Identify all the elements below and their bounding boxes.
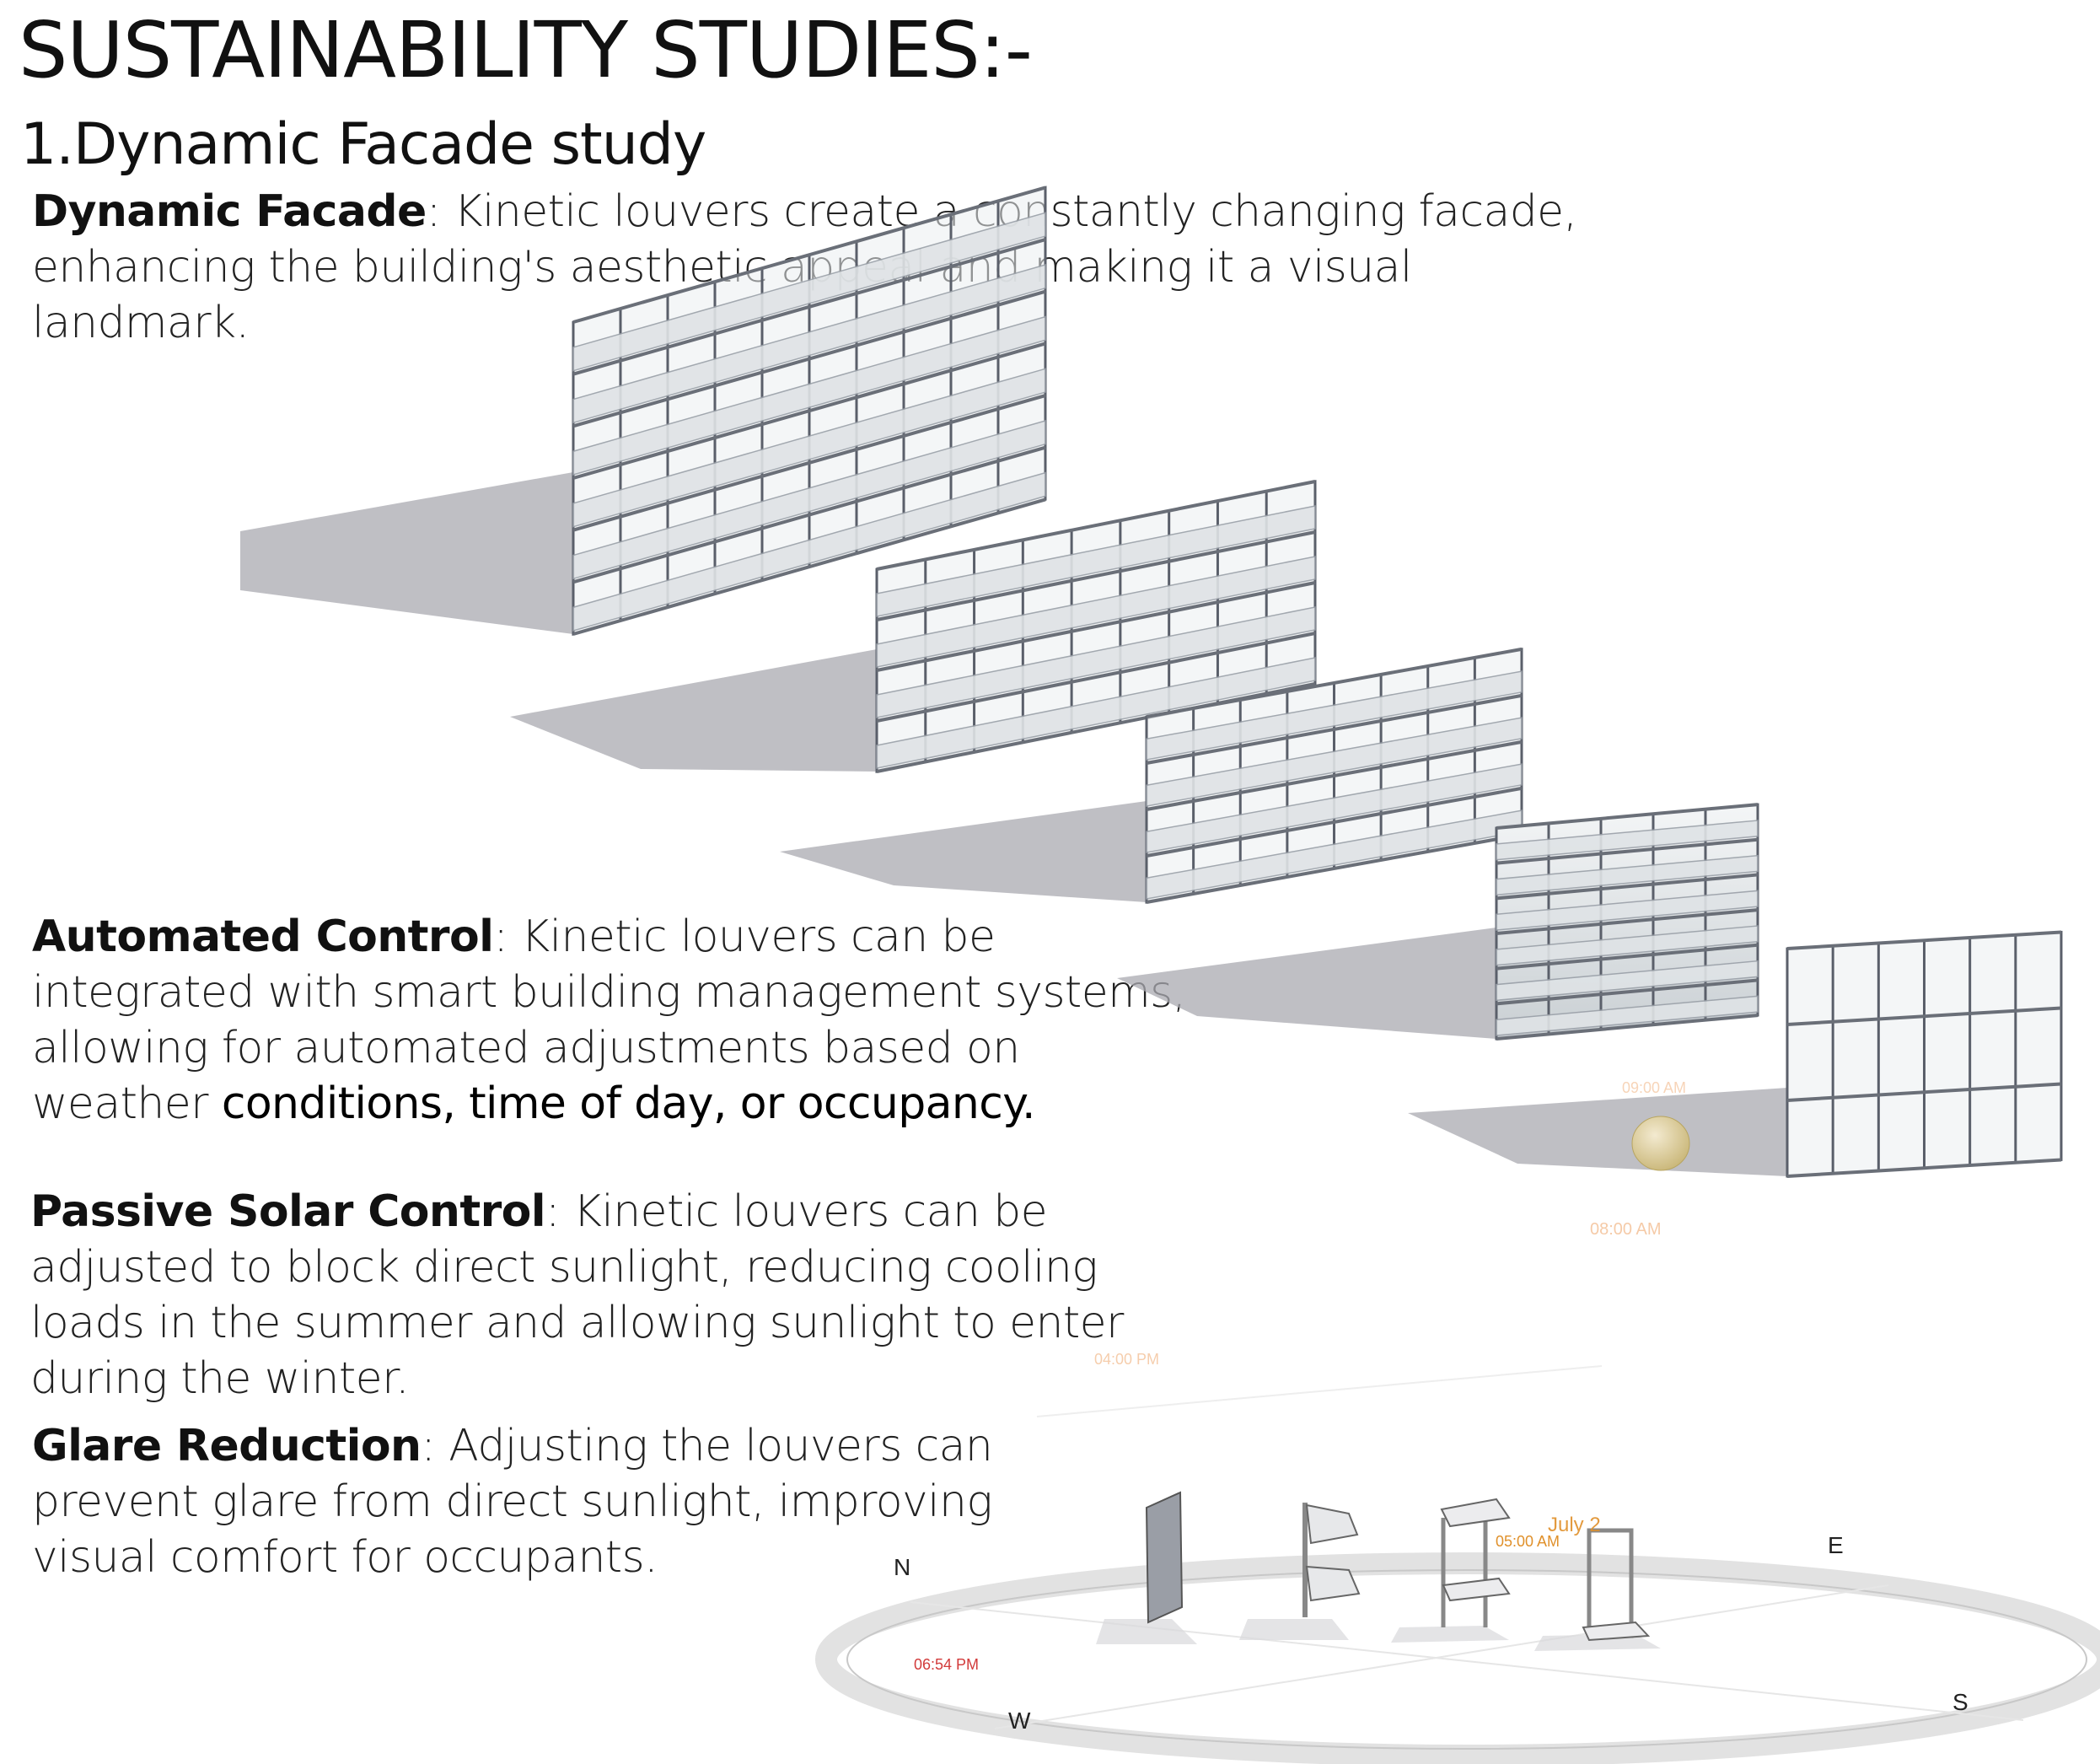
afternoon-time-label: 04:00 PM (1094, 1351, 1159, 1368)
louver-model-closed (1096, 1491, 1197, 1644)
facade-panel-4 (1117, 803, 1759, 1041)
heading-dynamic-facade: Dynamic Facade (32, 186, 427, 237)
compass-east-label: E (1828, 1532, 1844, 1558)
page-title: SUSTAINABILITY STUDIES:- (19, 5, 1033, 95)
facade-panel-2 (510, 480, 1317, 773)
facade-panel-3 (780, 647, 1523, 904)
text-passive-solar-control: Kinetic louvers can be adjusted to block… (30, 1186, 1124, 1404)
date-label: July 2 (1548, 1514, 1601, 1536)
louver-model-angled (1239, 1503, 1361, 1640)
louver-model-frame (1534, 1528, 1661, 1651)
facade-panel-5 (1408, 930, 2063, 1178)
sunset-time-label: 06:54 PM (914, 1656, 979, 1673)
sun-marker (1631, 1116, 1690, 1171)
compass-south-label: S (1952, 1689, 1968, 1715)
text-glare-reduction: Adjusting the louvers can prevent glare … (32, 1421, 993, 1583)
heading-automated-control: Automated Control (32, 912, 494, 962)
paragraph-automated-control: Automated Control: Kinetic louvers can b… (32, 912, 1186, 1129)
compass-north-label: N (894, 1554, 910, 1580)
text-automated-control-emphasis: conditions, time of day, or occupancy. (221, 1078, 1036, 1129)
sunrise-time-label: 05:00 AM (1496, 1533, 1560, 1550)
paragraph-passive-solar-control: Passive Solar Control: Kinetic louvers c… (30, 1186, 1124, 1404)
sun-path-diagram: N E S W July 2 05:00 AM 06:54 PM 04:00 P… (815, 1079, 2100, 1764)
louver-model-open (1391, 1498, 1511, 1643)
text-automated-control: Kinetic louvers can be integrated with s… (32, 912, 1186, 1129)
compass-west-label: W (1008, 1708, 1031, 1734)
heading-passive-solar-control: Passive Solar Control (30, 1186, 546, 1237)
compass-ring (815, 1552, 2100, 1764)
facade-panel-1 (240, 186, 1047, 636)
morning-time-label: 08:00 AM (1590, 1220, 1662, 1239)
paragraph-glare-reduction: Glare Reduction: Adjusting the louvers c… (32, 1421, 993, 1583)
heading-glare-reduction: Glare Reduction (32, 1421, 422, 1471)
ghost-time-label: 09:00 AM (1622, 1079, 1686, 1096)
page-subtitle: 1.Dynamic Facade study (20, 111, 706, 178)
